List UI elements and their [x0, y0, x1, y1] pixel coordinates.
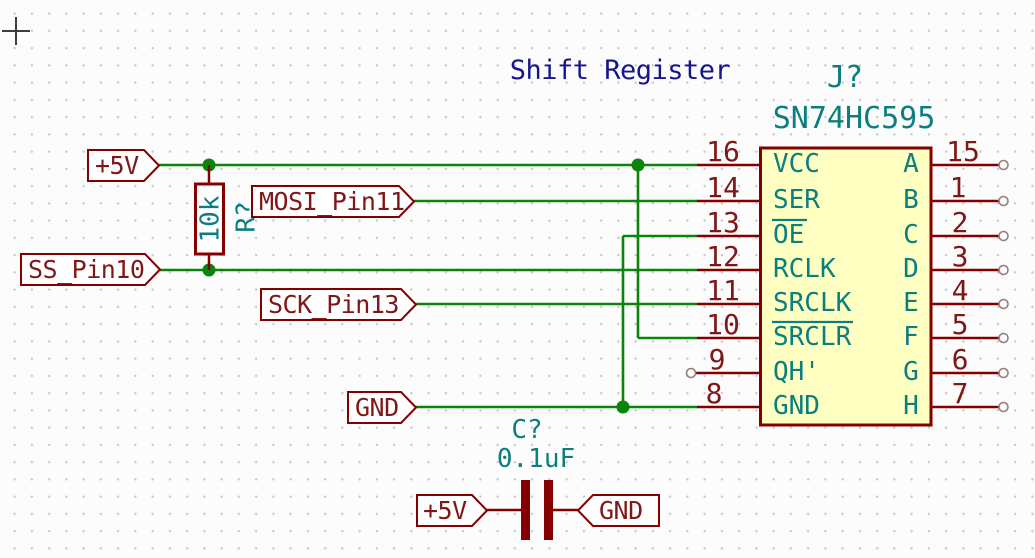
- pin-name: D: [903, 254, 919, 284]
- pin-name: G: [903, 357, 919, 387]
- unconnected-pin-circle-icon: [998, 332, 1009, 344]
- ic-reference[interactable]: J?: [827, 60, 863, 95]
- pin-name: SRCLR: [773, 322, 852, 352]
- pin-name: E: [903, 288, 919, 318]
- net-label-5v-bottom[interactable]: +5V: [416, 494, 489, 527]
- pin-number: 5: [952, 308, 969, 341]
- pin-name: RCLK: [773, 254, 836, 284]
- net-label-5v-top[interactable]: +5V: [87, 149, 161, 182]
- net-label-text[interactable]: SCK_Pin13: [268, 290, 399, 319]
- pin-name: VCC: [773, 149, 820, 179]
- pin-number: 13: [706, 206, 740, 239]
- pin-name: OE: [773, 220, 804, 250]
- pin-number: 4: [952, 274, 969, 307]
- ic-left-pin-names: VCC SER OE RCLK SRCLK SRCLR QH' GND: [772, 149, 853, 421]
- net-label-text[interactable]: MOSI_Pin11: [259, 187, 405, 216]
- pin-name: GND: [773, 391, 820, 421]
- ic-value[interactable]: SN74HC595: [773, 101, 936, 136]
- pin-name: F: [903, 322, 919, 352]
- pin-number: 8: [706, 377, 723, 410]
- pin-number: 11: [706, 274, 740, 307]
- pin-name: QH': [773, 357, 820, 387]
- junction-dot[interactable]: [616, 400, 630, 414]
- capacitor-reference[interactable]: C?: [511, 415, 542, 445]
- pin-number: 14: [706, 171, 740, 204]
- wires: [159, 163, 697, 409]
- pin-number: 7: [952, 377, 969, 410]
- unconnected-pin-circle-icon: [998, 159, 1009, 171]
- net-label-text[interactable]: GND: [355, 393, 399, 422]
- pin-number: 1: [950, 171, 967, 204]
- junction-dot[interactable]: [631, 158, 645, 172]
- pin-number: 3: [952, 240, 969, 273]
- unconnected-pin-circle-icon: [998, 195, 1009, 207]
- ic-left-pin-numbers: 16 14 13 12 11 10 9 8: [706, 135, 740, 410]
- pin-number: 15: [946, 135, 980, 168]
- capacitor-plate-right[interactable]: [544, 480, 553, 540]
- pin-name: H: [903, 391, 919, 421]
- unconnected-pin-circle-icon: [998, 367, 1009, 379]
- pin-name: SRCLK: [773, 288, 852, 318]
- net-label-ss[interactable]: SS_Pin10: [20, 253, 162, 286]
- pin-name: SER: [773, 185, 820, 215]
- net-label-text[interactable]: SS_Pin10: [28, 255, 145, 284]
- origin-crosshair-icon: [2, 17, 30, 45]
- net-label-text[interactable]: +5V: [423, 496, 468, 525]
- ic-right-pin-numbers: 15 1 2 3 4 5 6 7: [946, 135, 980, 410]
- pin-name: C: [903, 220, 919, 250]
- unconnected-pin-circle-icon: [998, 264, 1009, 276]
- capacitor-value[interactable]: 0.1uF: [497, 444, 575, 474]
- unconnected-pin-circle-icon: [998, 230, 1009, 242]
- net-label-gnd-bottom[interactable]: GND: [576, 494, 660, 527]
- net-label-sck[interactable]: SCK_Pin13: [260, 288, 418, 321]
- unconnected-pin-circle-icon: [998, 298, 1009, 310]
- ic-right-pin-names: A B C D E F G H: [903, 149, 919, 421]
- capacitor-symbol[interactable]: C? 0.1uF: [487, 415, 578, 540]
- resistor-value[interactable]: 10k: [196, 195, 226, 242]
- pin-number: 2: [952, 206, 969, 239]
- pin-number: 9: [709, 343, 726, 376]
- pin-number: 16: [706, 135, 740, 168]
- net-label-gnd-mid[interactable]: GND: [347, 391, 418, 424]
- pin-name: A: [903, 149, 919, 179]
- ic-left-pins: [685, 163, 761, 409]
- pin-number: 12: [706, 240, 740, 273]
- net-label-text[interactable]: GND: [599, 496, 643, 525]
- resistor-symbol[interactable]: 10k R?: [194, 165, 262, 270]
- unconnected-pin-circle-icon: [998, 401, 1009, 413]
- net-label-mosi[interactable]: MOSI_Pin11: [251, 185, 416, 218]
- unconnected-pin-circle-icon: [685, 367, 697, 379]
- pin-number: 10: [706, 308, 740, 341]
- schematic-title[interactable]: Shift Register: [510, 55, 731, 86]
- pin-name: B: [903, 185, 919, 215]
- ic-body[interactable]: [759, 146, 933, 427]
- ic-symbol[interactable]: J? SN74HC595 16 14 13 12 11 10 9 8: [685, 60, 1009, 427]
- net-label-text[interactable]: +5V: [95, 151, 140, 180]
- resistor-body[interactable]: [194, 182, 225, 256]
- capacitor-plate-left[interactable]: [521, 480, 530, 540]
- pin-number: 6: [952, 343, 969, 376]
- ic-right-pins: [931, 159, 1009, 413]
